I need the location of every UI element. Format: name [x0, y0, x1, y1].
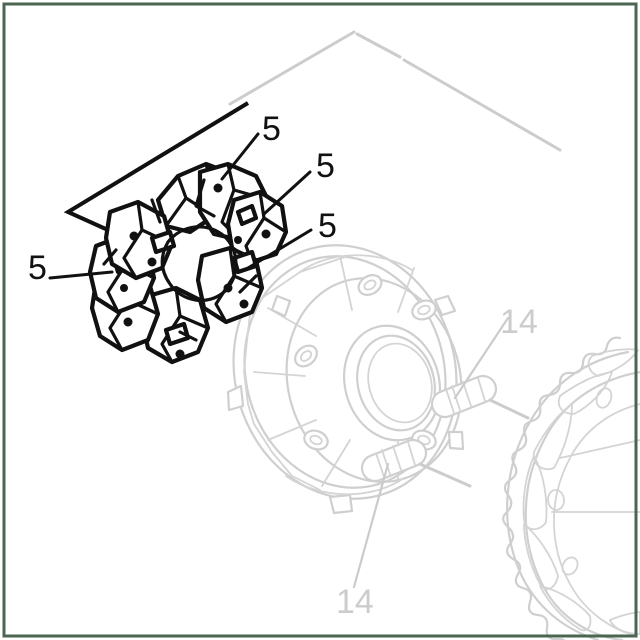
- ghost-stud-bolt-upper: [430, 374, 530, 420]
- leader-14-bottom: [352, 462, 390, 589]
- ghost-hub-flange: [226, 244, 465, 515]
- callout-5-left[interactable]: 5: [28, 249, 47, 287]
- callout-14-bottom[interactable]: 14: [336, 583, 374, 621]
- damper-cushion-assembly[interactable]: [87, 161, 289, 365]
- ghost-stud-bolt-lower: [360, 438, 472, 488]
- callout-5-upper[interactable]: 5: [316, 147, 335, 185]
- callout-labels: 5 5 5 5 14 14: [28, 110, 538, 621]
- bracket-chevron: [63, 101, 250, 232]
- ghost-apex-lines: [228, 30, 562, 152]
- ghost-rear-sprocket: [502, 336, 640, 640]
- sprocket-teeth: [502, 336, 630, 640]
- leader-14-right: [453, 316, 510, 400]
- callout-14-right[interactable]: 14: [500, 303, 538, 341]
- leader-5-top: [220, 132, 260, 181]
- callout-leader-lines: [48, 101, 313, 280]
- leader-5-left: [48, 270, 114, 280]
- callout-5-top[interactable]: 5: [262, 110, 281, 148]
- leader-5-lower: [246, 228, 313, 270]
- sprocket-cutouts: [522, 348, 640, 635]
- callout-5-lower[interactable]: 5: [318, 207, 337, 245]
- ghost-layer: [226, 30, 640, 640]
- damper-block-3[interactable]: [225, 189, 289, 265]
- leader-5-upper: [262, 170, 312, 216]
